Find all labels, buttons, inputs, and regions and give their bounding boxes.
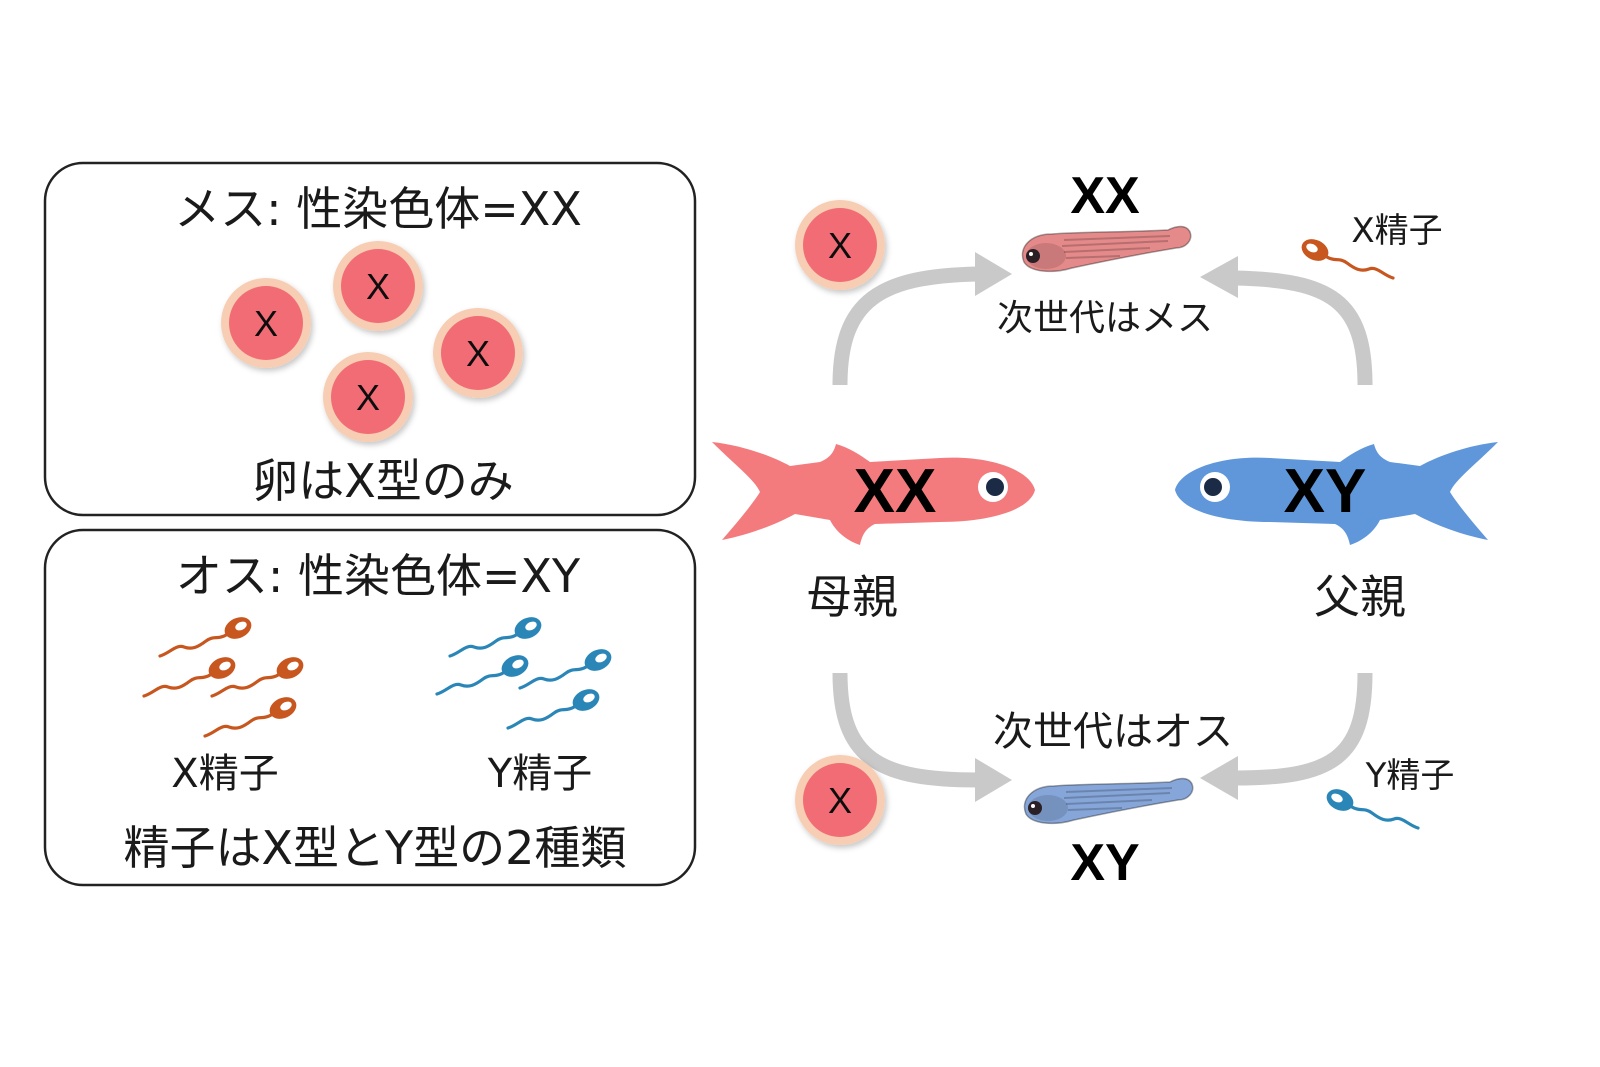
female-fish-icon	[712, 442, 1035, 545]
mother-genotype: XX	[854, 457, 937, 526]
male-panel-title: オス: 性染色体=XY	[176, 549, 581, 603]
egg-icon: X	[795, 755, 885, 845]
female-panel-frame	[43, 161, 697, 517]
egg-icon: X	[433, 308, 523, 398]
x-sperm-label: X精子	[171, 751, 278, 797]
egg-icon: X	[221, 278, 311, 368]
y-sperm-label: Y精子	[1365, 756, 1455, 796]
egg-icon: X	[333, 241, 423, 331]
father-genotype: XY	[1284, 457, 1367, 526]
y-sperm-label: Y精子	[487, 751, 592, 797]
male-panel: オス: 性染色体=XY X精子 Y精子 精子はX型とY型の2種類	[43, 528, 697, 887]
inheritance-cycle: XX 次世代はメス X X精子 XX 母親 XY 父親 次世代はオス	[712, 167, 1498, 892]
arrow-icon	[832, 672, 1012, 802]
male-offspring-genotype: XY	[1070, 834, 1139, 892]
father-label: 父親	[1314, 570, 1406, 624]
female-larva-icon	[1021, 225, 1192, 273]
female-panel-title: メス: 性染色体=XX	[174, 182, 582, 236]
egg-label: X	[366, 266, 390, 307]
male-panel-caption: 精子はX型とY型の2種類	[124, 821, 627, 875]
egg-icon: X	[795, 200, 885, 290]
egg-icon: X	[323, 352, 413, 442]
female-panel: メス: 性染色体=XX X X X X 卵はX型のみ	[43, 161, 697, 517]
egg-label: X	[828, 780, 852, 821]
egg-label: X	[254, 303, 278, 344]
egg-label: X	[466, 333, 490, 374]
egg-label: X	[356, 377, 380, 418]
mother-label: 母親	[806, 570, 898, 624]
arrow-icon	[832, 252, 1012, 386]
arrow-icon	[1200, 672, 1373, 800]
arrow-icon	[1200, 256, 1373, 386]
x-sperm-label: X精子	[1351, 211, 1442, 251]
female-offspring-caption: 次世代はメス	[997, 298, 1213, 339]
male-larva-icon	[1023, 777, 1194, 825]
female-offspring-genotype: XX	[1070, 167, 1140, 225]
female-panel-caption: 卵はX型のみ	[252, 454, 514, 508]
male-fish-icon	[1175, 442, 1498, 545]
male-offspring-caption: 次世代はオス	[993, 709, 1233, 755]
egg-label: X	[828, 225, 852, 266]
